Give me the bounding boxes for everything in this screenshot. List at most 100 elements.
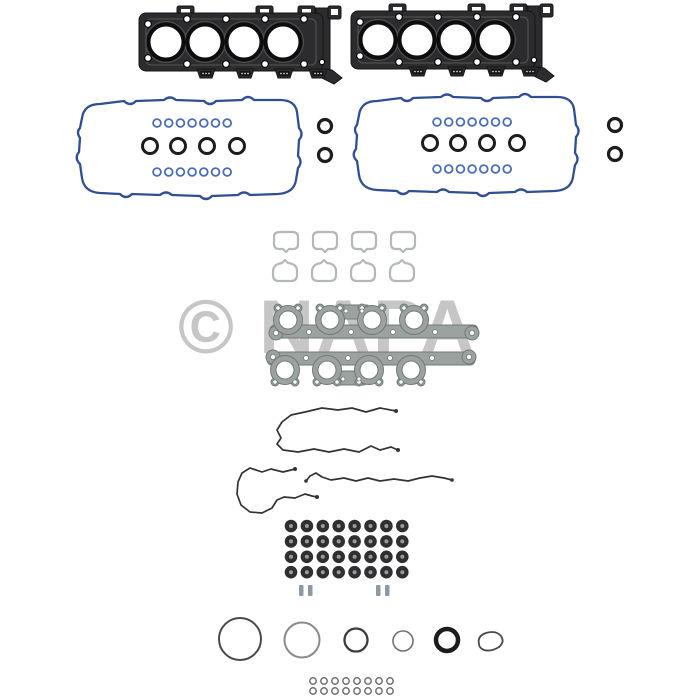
- valve-stem-seal-center: [400, 570, 405, 575]
- cam-seal-orings: [316, 116, 624, 164]
- egg-shaped-seal: [477, 631, 504, 652]
- spark-plug-tube-seal: [175, 118, 186, 128]
- spark-plug-tube-seal: [199, 118, 209, 128]
- valve-stem-seal-center: [304, 539, 309, 544]
- port-gasket: [349, 258, 377, 283]
- valve-stem-seal-center: [352, 570, 357, 575]
- valve-stem-seal-center: [304, 524, 309, 528]
- small-washer: [375, 687, 383, 695]
- port-gasket: [388, 258, 416, 283]
- valve-stem-seal-center: [320, 570, 325, 575]
- small-washer: [309, 687, 317, 695]
- small-washer: [353, 687, 361, 695]
- spark-plug-tube-seal: [222, 118, 233, 128]
- valve-stem-seal-center: [400, 524, 405, 528]
- cam-seal-oring: [606, 116, 624, 134]
- cylinder-bore: [146, 22, 186, 62]
- head-gasket-left: [138, 5, 343, 85]
- port-gasket: [310, 258, 338, 283]
- spacer-clip-bar: [299, 585, 304, 596]
- small-washer: [331, 677, 339, 685]
- port-gasket: [350, 230, 378, 254]
- valve-stem-seal-center: [336, 539, 341, 544]
- exhaust-manifold-gasket-lower: [265, 349, 477, 387]
- spark-plug-tube-seal: [432, 117, 442, 127]
- spark-plug-tube-seal: [152, 167, 162, 177]
- spark-plug-tube-seal: [222, 167, 233, 177]
- cam-seal-oring: [606, 145, 624, 163]
- valve-stem-seal-center: [384, 570, 389, 575]
- small-washer: [342, 677, 350, 685]
- small-washer: [386, 687, 394, 695]
- valve-stem-seal-center: [368, 554, 373, 559]
- valve-stem-seal-center: [352, 539, 357, 544]
- small-washer: [320, 677, 328, 685]
- spacer-clip-bar: [308, 585, 313, 596]
- spark-plug-tube-seal: [187, 118, 197, 128]
- spark-plug-tube-seal: [175, 167, 186, 177]
- spark-plug-tube-seals: [152, 117, 513, 177]
- valve-stem-seal-center: [320, 539, 325, 544]
- valve-stem-seal-center: [304, 554, 309, 559]
- valve-stem-seal-center: [384, 539, 389, 544]
- round-seal-large: [218, 617, 262, 661]
- strip-gasket-long: [305, 472, 453, 482]
- spark-plug-tube-seal: [210, 167, 221, 177]
- spark-plug-tube-seal: [187, 167, 197, 177]
- valve-stem-seal-center: [289, 554, 293, 559]
- strip-gaskets: [236, 407, 454, 514]
- spark-plug-tube-seal: [455, 117, 466, 127]
- cylinder-bore: [185, 22, 225, 62]
- spark-plug-tube-seal: [210, 118, 221, 128]
- spark-plug-tube-seal: [490, 117, 501, 127]
- spacer-clip-bar: [385, 585, 390, 596]
- valve-stem-seal-center: [320, 554, 325, 559]
- spacer-clip-bar: [376, 585, 381, 596]
- spark-plug-tube-seal: [478, 164, 489, 174]
- valve-stem-seal-center: [289, 570, 293, 575]
- spark-plug-tube-seal: [163, 167, 174, 177]
- small-washer: [386, 677, 394, 685]
- small-washer: [364, 677, 372, 685]
- port-gaskets: [271, 230, 417, 283]
- valve-stem-seal-center: [400, 539, 405, 544]
- cam-seal-oring: [316, 117, 334, 135]
- valve-stem-seal-center: [368, 524, 373, 528]
- small-washer: [309, 677, 317, 685]
- valve-stem-seal-center: [400, 554, 405, 559]
- small-washer: [320, 687, 328, 695]
- valve-stem-seal-center: [320, 524, 325, 528]
- stamp-marks: [200, 71, 324, 76]
- small-washer-rows: [309, 677, 394, 695]
- strip-gasket-loop: [276, 407, 399, 453]
- port-gasket: [311, 230, 339, 254]
- valve-cover-bolt-seal: [228, 137, 246, 155]
- blue-spacer-clips: [299, 585, 390, 596]
- round-seal-row: [218, 617, 461, 661]
- valve-stem-seal-center: [289, 539, 293, 544]
- spark-plug-tube-seal: [455, 164, 466, 174]
- spark-plug-tube-seal: [443, 117, 454, 127]
- valve-cover-gasket-left: [75, 95, 303, 201]
- valve-stem-seal-center: [368, 570, 373, 575]
- spark-plug-tube-seal: [199, 167, 209, 177]
- port-gasket: [389, 230, 417, 254]
- round-seal: [283, 621, 321, 659]
- valve-stem-seal-center: [368, 539, 373, 544]
- spark-plug-tube-seal: [478, 117, 489, 127]
- spark-plug-tube-seal: [502, 117, 513, 127]
- spark-plug-tube-seal: [163, 118, 174, 128]
- spark-plug-tube-seal: [467, 164, 477, 174]
- valve-stem-seal-center: [336, 554, 341, 559]
- cylinder-bore: [224, 22, 264, 62]
- valve-cover-bolt-seal: [478, 134, 496, 152]
- spark-plug-tube-seal: [490, 164, 501, 174]
- valve-stem-seal-grid: [284, 519, 409, 579]
- valve-cover-bolt-seal: [141, 137, 159, 155]
- valve-stem-seal-center: [384, 554, 389, 559]
- valve-cover-bolt-seal: [198, 137, 216, 155]
- small-washer: [353, 677, 361, 685]
- thick-oring: [433, 626, 461, 654]
